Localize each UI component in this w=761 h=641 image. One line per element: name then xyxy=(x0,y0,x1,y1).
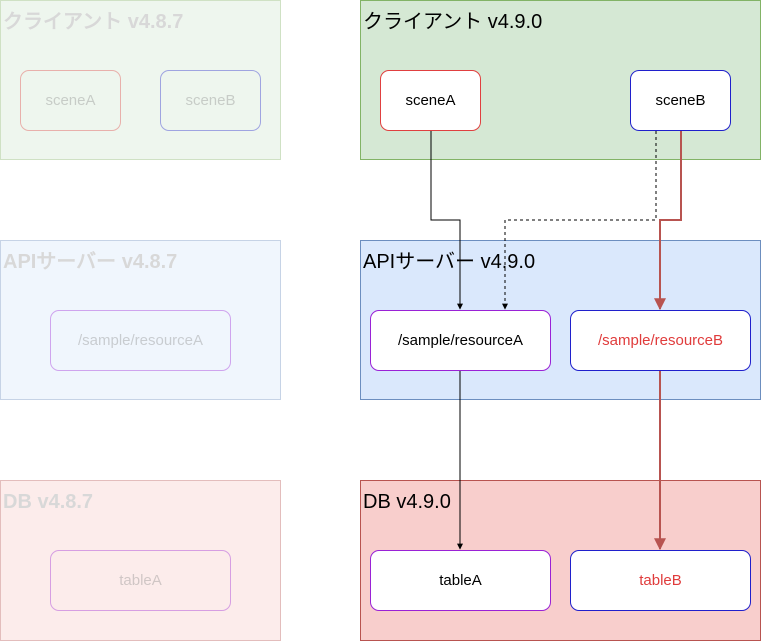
old-resource-a-node: /sample/resourceA xyxy=(50,310,231,371)
new-resource-b-node: /sample/resourceB xyxy=(570,310,751,371)
old-db-group: DB v4.8.7 xyxy=(0,480,281,641)
new-scene-a-node: sceneA xyxy=(380,70,481,131)
new-table-b-node: tableB xyxy=(570,550,751,611)
new-scene-b-node: sceneB xyxy=(630,70,731,131)
new-table-a-node: tableA xyxy=(370,550,551,611)
old-client-title: クライアント v4.8.7 xyxy=(3,11,184,33)
new-resource-a-node: /sample/resourceA xyxy=(370,310,551,371)
old-client-group: クライアント v4.8.7 xyxy=(0,0,281,160)
old-db-title: DB v4.8.7 xyxy=(3,491,94,513)
old-scene-a-node: sceneA xyxy=(20,70,121,131)
old-scene-b-node: sceneB xyxy=(160,70,261,131)
old-table-a-node: tableA xyxy=(50,550,231,611)
new-api-title: APIサーバー v4.9.0 xyxy=(363,251,536,273)
old-api-group: APIサーバー v4.8.7 xyxy=(0,240,281,400)
old-api-title: APIサーバー v4.8.7 xyxy=(3,251,178,273)
new-db-title: DB v4.9.0 xyxy=(363,491,451,513)
new-client-title: クライアント v4.9.0 xyxy=(363,11,543,33)
